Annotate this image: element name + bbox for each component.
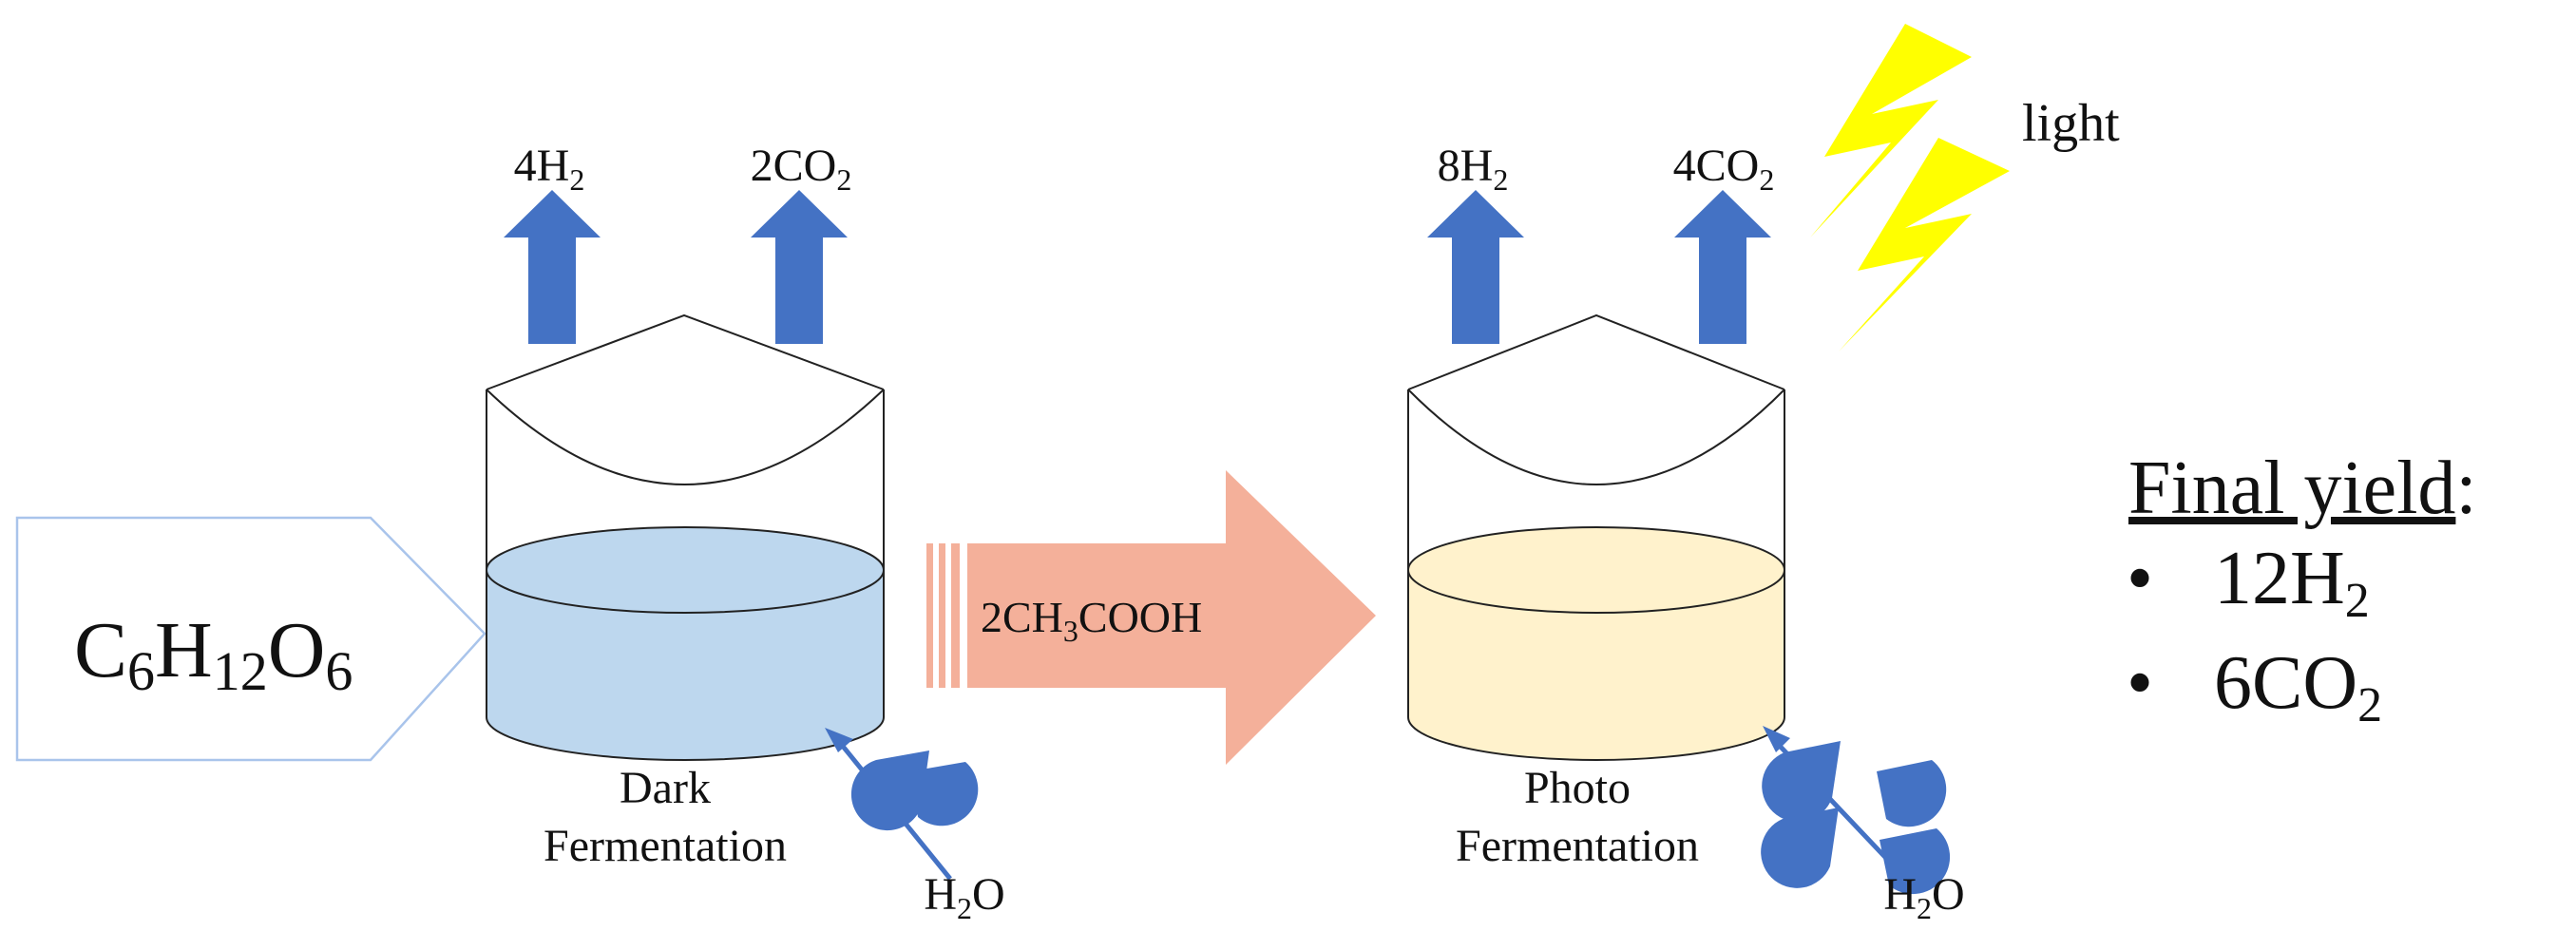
reactor-label: Fermentation bbox=[544, 821, 787, 871]
light-source: light bbox=[1810, 24, 2120, 352]
arrow-stripe bbox=[939, 543, 945, 688]
water-droplet-icon bbox=[1761, 808, 1839, 888]
glucose-input: C6H12O6 bbox=[15, 516, 487, 762]
arrow-stripe bbox=[951, 543, 960, 688]
dark-water-input: H2O bbox=[825, 728, 1005, 925]
dark-liquid-surface bbox=[486, 526, 885, 614]
light-label: light bbox=[2022, 94, 2120, 153]
arrow-stripe bbox=[926, 543, 933, 688]
water-droplet-icon bbox=[850, 750, 929, 831]
final-yield-summary: Final yield: • 12H2 • 6CO2 bbox=[2127, 446, 2477, 732]
input-arrow-shape bbox=[15, 516, 487, 762]
reactor-bowl bbox=[486, 389, 885, 485]
gas-label: 4H2 bbox=[514, 141, 585, 197]
acetic-acid-label: 2CH3COOH bbox=[981, 593, 1202, 648]
gas-up-arrow bbox=[751, 190, 848, 344]
water-label: H2O bbox=[1883, 869, 1964, 925]
dark-gas-outputs: 4H2 2CO2 bbox=[504, 141, 851, 344]
yield-bullet: • bbox=[2127, 537, 2153, 620]
glucose-formula: C6H12O6 bbox=[74, 606, 353, 702]
photo-gas-outputs: 8H2 4CO2 bbox=[1427, 141, 1774, 344]
water-droplet-icon bbox=[1877, 760, 1947, 827]
reactor-label: Photo bbox=[1524, 763, 1631, 813]
transfer-arrow bbox=[967, 470, 1376, 765]
photo-liquid-surface bbox=[1407, 526, 1785, 614]
gas-label: 2CO2 bbox=[751, 141, 852, 197]
lightning-bolt-icon bbox=[1810, 24, 1972, 238]
water-droplet-icon bbox=[1880, 828, 1951, 895]
dark-liquid bbox=[486, 570, 885, 761]
gas-up-arrow bbox=[1427, 190, 1524, 344]
photo-liquid bbox=[1407, 570, 1785, 761]
gas-up-arrow bbox=[1674, 190, 1771, 344]
dark-fermentation-reactor: Dark Fermentation bbox=[486, 314, 885, 871]
reactor-lid bbox=[1407, 314, 1785, 390]
gas-up-arrow bbox=[504, 190, 601, 344]
photo-fermentation-reactor: Photo Fermentation bbox=[1407, 314, 1785, 871]
final-yield-heading: Final yield: bbox=[2128, 446, 2477, 530]
water-label: H2O bbox=[924, 869, 1004, 925]
water-droplet-icon bbox=[910, 762, 979, 826]
photo-water-input: H2O bbox=[1761, 726, 1965, 925]
water-arrowhead bbox=[1763, 726, 1790, 752]
lightning-bolt-icon bbox=[1839, 138, 2010, 352]
water-arrowhead bbox=[825, 728, 853, 752]
gas-label: 4CO2 bbox=[1673, 141, 1775, 197]
reactor-lid bbox=[486, 314, 885, 390]
yield-item: 12H2 bbox=[2214, 537, 2370, 628]
yield-item: 6CO2 bbox=[2214, 641, 2382, 732]
water-droplet-icon bbox=[1762, 741, 1841, 823]
acetic-acid-transfer: 2CH3COOH bbox=[926, 470, 1376, 765]
gas-label: 8H2 bbox=[1438, 141, 1509, 197]
reactor-bowl bbox=[1407, 389, 1785, 485]
reactor-label: Fermentation bbox=[1456, 821, 1699, 871]
yield-bullet: • bbox=[2127, 641, 2153, 725]
reactor-label: Dark bbox=[620, 763, 711, 813]
